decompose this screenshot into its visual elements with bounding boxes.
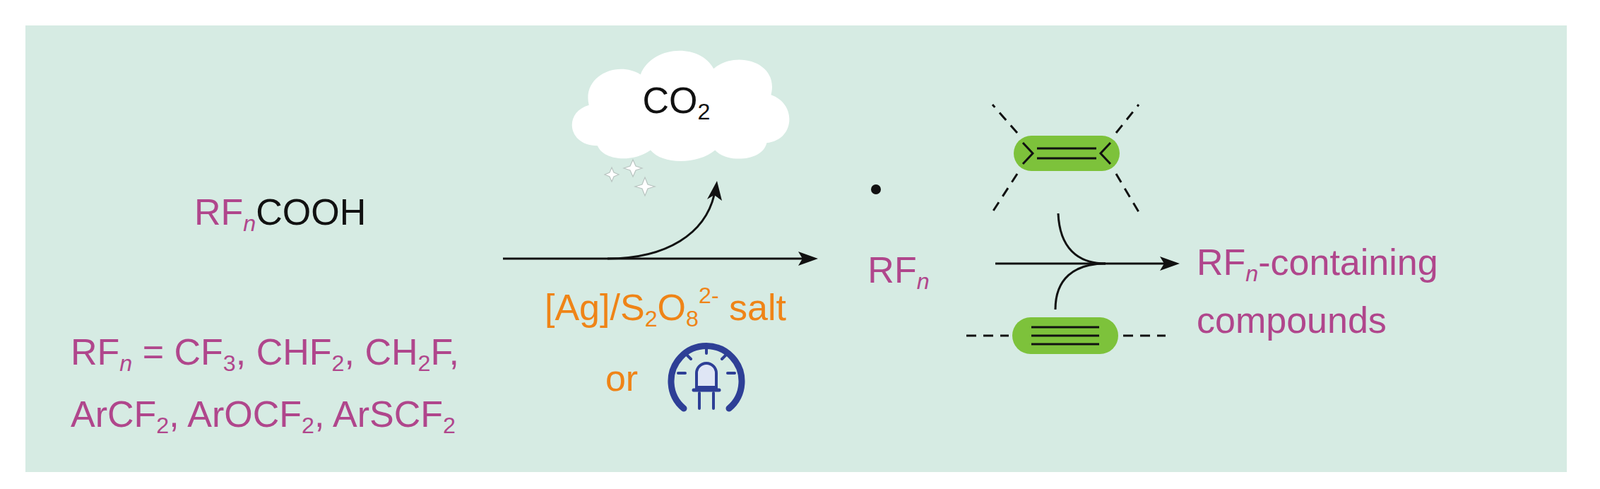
scheme-label: [Ag]/S2O82- salt — [544, 285, 787, 330]
scheme-label: RFn-containing compounds — [1196, 233, 1439, 349]
release-arrow — [607, 194, 715, 259]
background-panel — [25, 25, 1567, 472]
scheme-label: or — [605, 356, 638, 400]
merge-curve — [1058, 213, 1106, 264]
radical-dot — [870, 184, 881, 195]
arrow-head — [798, 251, 819, 266]
cloud-node: CO2 — [554, 36, 799, 164]
reaction-arrow — [995, 262, 1167, 265]
reaction-arrow — [502, 257, 806, 260]
node-text: CO2 — [642, 78, 711, 123]
scheme-label: RFnCOOH — [194, 190, 366, 234]
arrow-head — [1159, 256, 1180, 271]
alkyne-symbol — [966, 317, 1166, 354]
light-icon — [671, 346, 742, 409]
alkene-symbol — [992, 104, 1139, 212]
arrow-head — [707, 180, 722, 201]
merge-curve — [1055, 263, 1106, 310]
scheme-label: RFn — [867, 247, 929, 292]
scheme-label: RFn = CF3, CHF2, CH2F, ArCF2, ArOCF2, Ar… — [70, 320, 460, 446]
